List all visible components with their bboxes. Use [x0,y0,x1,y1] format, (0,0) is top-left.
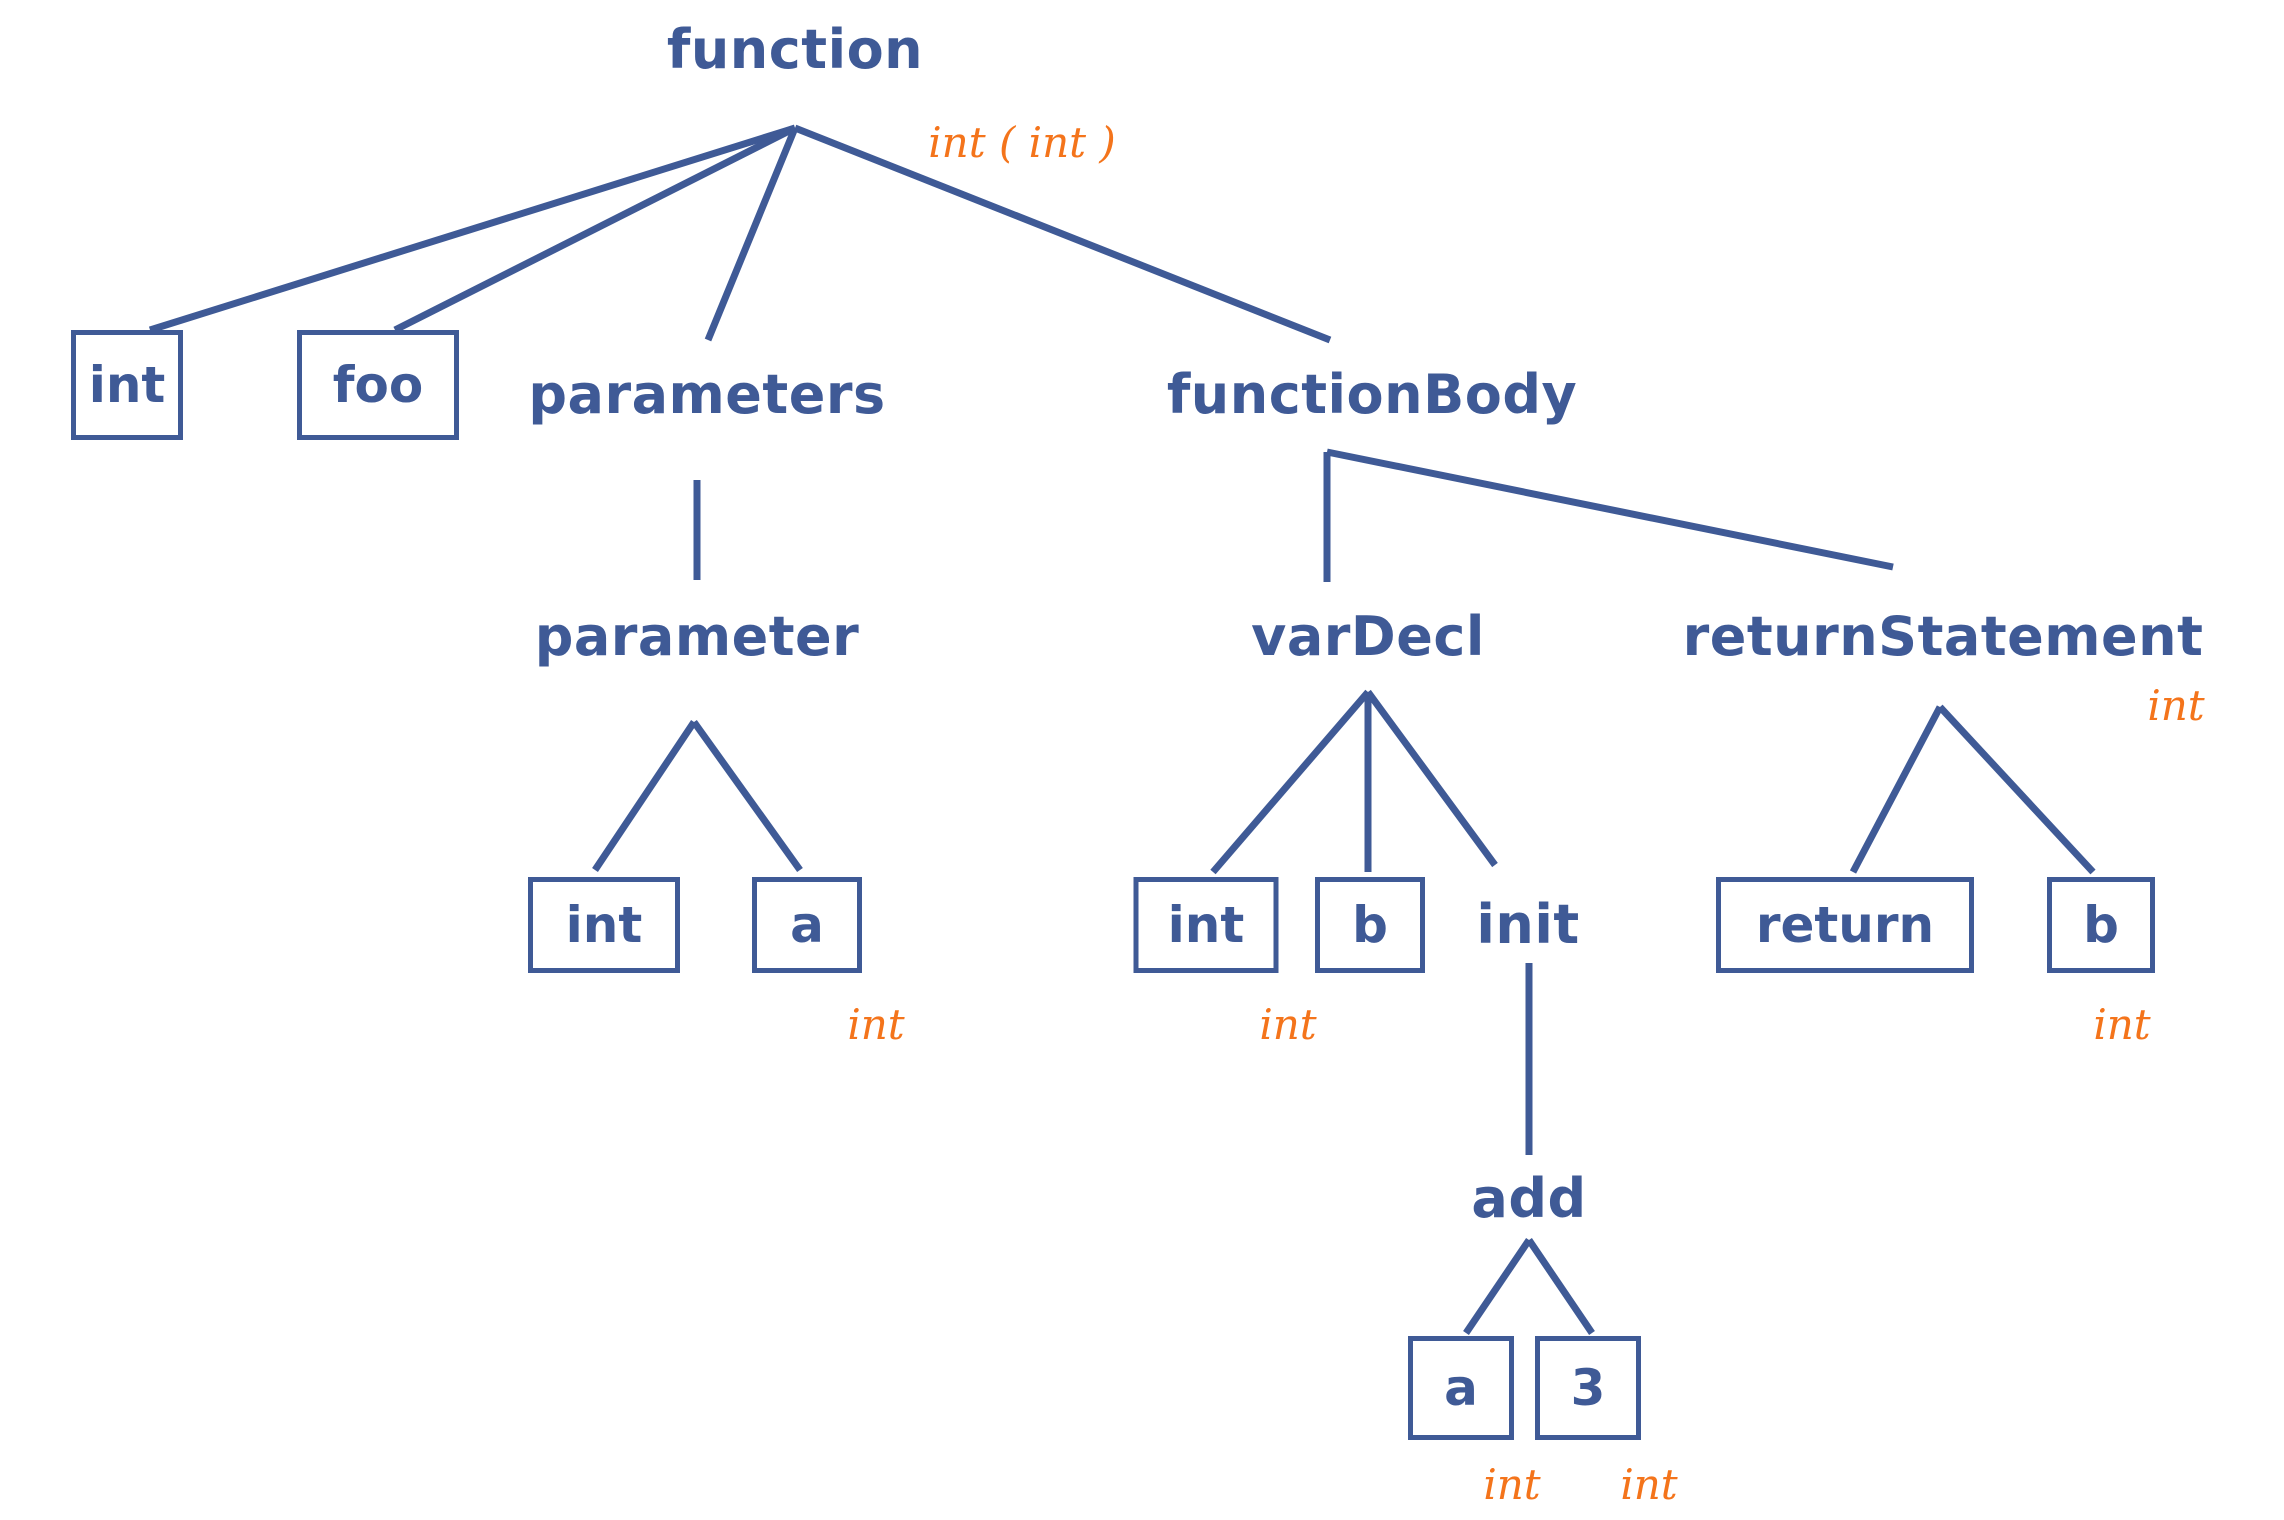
tree-edge [1326,448,1894,571]
tree-edge [1463,1238,1532,1335]
tree-node-int-type[interactable]: int [71,330,183,440]
tree-node-function[interactable]: function [666,18,924,81]
tree-edge [1526,1238,1595,1335]
tree-node-var-int[interactable]: int [1133,877,1279,973]
type-annotation-returnStatement: int [2147,681,2205,730]
tree-node-foo-name[interactable]: foo [297,330,459,440]
tree-node-add-3[interactable]: 3 [1535,1336,1641,1440]
tree-node-varDecl[interactable]: varDecl [1251,605,1485,668]
tree-edge [592,720,697,872]
tree-node-functionBody[interactable]: functionBody [1166,363,1578,426]
tree-node-param-int[interactable]: int [528,877,680,973]
tree-node-return-kw[interactable]: return [1716,877,1974,973]
tree-node-init[interactable]: init [1476,893,1580,956]
type-annotation-ret-b: int [2093,1000,2151,1049]
type-annotation-function: int ( int ) [928,118,1116,167]
tree-node-returnStatement[interactable]: returnStatement [1682,605,2204,668]
type-annotation-add-3: int [1620,1460,1678,1509]
tree-node-ret-b[interactable]: b [2047,877,2155,973]
tree-edge [1849,705,1944,874]
tree-node-var-b[interactable]: b [1315,877,1425,973]
tree-edge [704,126,799,342]
tree-edge [1937,704,2096,875]
tree-edge [393,124,797,334]
type-annotation-add-a: int [1483,1460,1541,1509]
tree-edge [1210,689,1371,875]
tree-node-add-a[interactable]: a [1408,1336,1514,1440]
tree-node-parameter[interactable]: parameter [534,605,860,668]
type-annotation-param-a: int [847,1000,905,1049]
tree-edge [148,124,797,334]
tree-edge [1365,689,1498,868]
type-annotation-var-b: int [1259,1000,1317,1049]
tree-node-add[interactable]: add [1471,1167,1587,1230]
tree-node-parameters[interactable]: parameters [528,363,886,426]
tree-node-param-a[interactable]: a [752,877,862,973]
tree-edge [691,719,803,873]
